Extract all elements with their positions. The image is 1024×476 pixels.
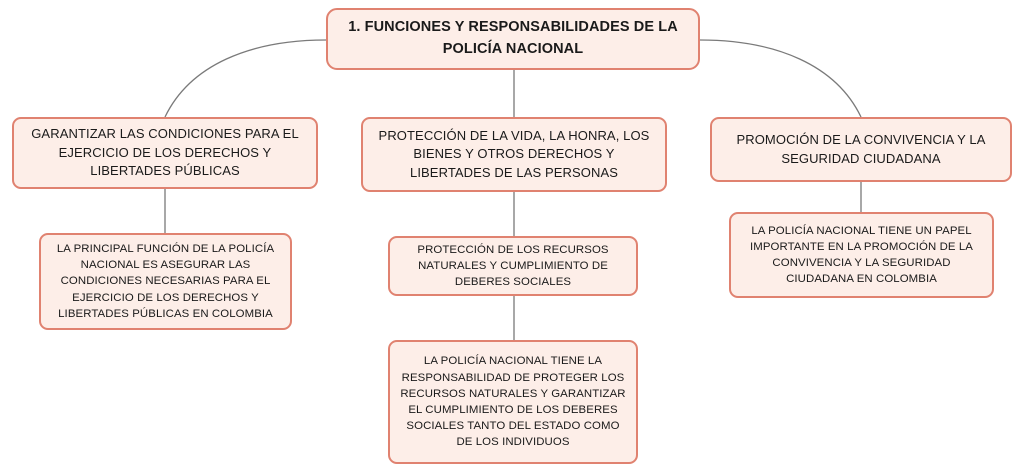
node-detail-right-label: LA POLICÍA NACIONAL TIENE UN PAPEL IMPOR… [749,224,974,286]
node-detail-left-label: LA PRINCIPAL FUNCIÓN DE LA POLICÍA NACIO… [56,243,275,320]
node-branch-right-label: PROMOCIÓN DE LA CONVIVENCIA Y LA SEGURID… [736,132,986,166]
node-root-funciones-responsabilidades[interactable]: 1. FUNCIONES Y RESPONSABILIDADES DE LA P… [326,8,700,70]
node-branch-garantizar-condiciones[interactable]: GARANTIZAR LAS CONDICIONES PARA EL EJERC… [12,117,318,189]
node-detail-center-1-label: PROTECCIÓN DE LOS RECURSOS NATURALES Y C… [417,243,609,289]
node-detail-papel-importante-promocion[interactable]: LA POLICÍA NACIONAL TIENE UN PAPEL IMPOR… [729,212,994,298]
node-branch-proteccion-vida-honra-bienes[interactable]: PROTECCIÓN DE LA VIDA, LA HONRA, LOS BIE… [361,117,667,192]
node-detail-center-2-label: LA POLICÍA NACIONAL TIENE LA RESPONSABIL… [400,355,626,449]
node-detail-proteccion-recursos-naturales[interactable]: PROTECCIÓN DE LOS RECURSOS NATURALES Y C… [388,236,638,296]
connector-root-to-branch-right [699,39,862,118]
node-root-label: 1. FUNCIONES Y RESPONSABILIDADES DE LA P… [348,19,678,57]
node-detail-principal-funcion-policia[interactable]: LA PRINCIPAL FUNCIÓN DE LA POLICÍA NACIO… [39,233,292,330]
node-branch-promocion-convivencia-seguridad[interactable]: PROMOCIÓN DE LA CONVIVENCIA Y LA SEGURID… [710,117,1012,182]
node-branch-center-label: PROTECCIÓN DE LA VIDA, LA HONRA, LOS BIE… [378,127,650,180]
node-detail-responsabilidad-proteger-recursos[interactable]: LA POLICÍA NACIONAL TIENE LA RESPONSABIL… [388,340,638,464]
connector-root-to-branch-left [164,39,327,118]
node-branch-left-label: GARANTIZAR LAS CONDICIONES PARA EL EJERC… [31,126,299,179]
